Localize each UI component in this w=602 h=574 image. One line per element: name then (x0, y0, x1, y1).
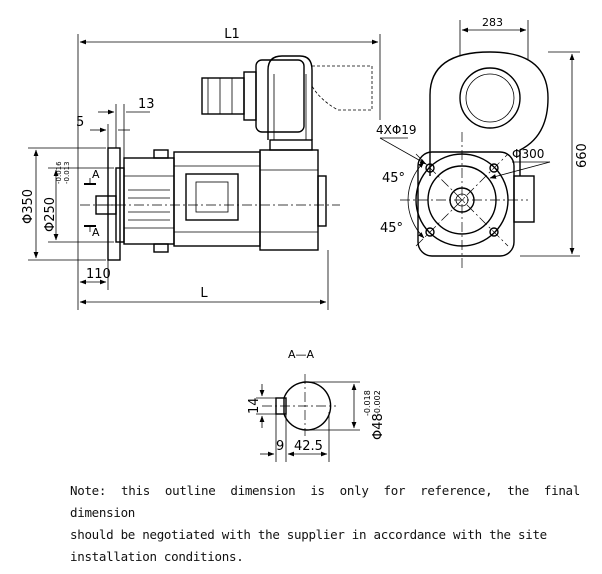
note-line-1: Note: this outline dimension is only for… (70, 483, 580, 520)
section-title: A—A (288, 348, 315, 361)
dim-5-label: 5 (76, 115, 84, 130)
dim-phi48: Φ48 -0.018 -0.002 (305, 381, 386, 440)
section-A-A: A—A (262, 348, 336, 436)
note-line-2: should be negotiated with the supplier i… (70, 527, 547, 542)
dim-phi48-tol-lower: -0.002 (373, 390, 382, 416)
dim-holes: 4XΦ19 (376, 123, 427, 165)
dim-phi300: Φ300 (489, 147, 551, 179)
dim-660: 660 (520, 51, 590, 257)
dim-13-label: 13 (138, 97, 155, 112)
outline-drawing: L1 L 13 5 110 Φ350 Φ250 -0.016 (21, 16, 590, 462)
angle-top-label: 45° (382, 171, 405, 186)
dim-phi250-tol-upper: -0.016 (55, 161, 63, 184)
note-line-3: installation conditions. (70, 549, 244, 564)
dim-phi300-label: Φ300 (512, 147, 544, 161)
dim-phi250: Φ250 -0.016 -0.013 (43, 161, 114, 243)
end-view (400, 51, 549, 268)
dim-phi250-tol-lower: -0.013 (63, 161, 71, 184)
dim-283: 283 (459, 16, 529, 60)
dim-phi350-label: Φ350 (21, 189, 36, 224)
dim-110-label: 110 (86, 267, 111, 282)
section-mark-A-top: A (92, 168, 100, 181)
dim-phi48-tol-upper: -0.018 (363, 390, 372, 416)
dim-283-label: 283 (482, 16, 503, 29)
dim-42-5-label: 42.5 (294, 439, 323, 454)
dim-660-label: 660 (575, 143, 590, 168)
side-view (80, 55, 373, 261)
dim-13: 13 (98, 97, 155, 158)
dim-110: 110 (79, 260, 111, 290)
dim-14: 14 (247, 384, 276, 428)
dim-phi350: Φ350 (21, 147, 106, 261)
dim-phi48-label: Φ48 (371, 413, 386, 440)
dim-phi250-label: Φ250 (43, 197, 58, 232)
dim-holes-label: 4XΦ19 (376, 123, 417, 137)
dim-14-label: 14 (247, 397, 262, 414)
dim-L-label: L (200, 286, 208, 301)
dim-L1-label: L1 (224, 27, 240, 42)
dim-5: 5 (76, 115, 130, 148)
section-mark-A: A A (84, 168, 100, 239)
dim-9-label: 9 (276, 439, 284, 454)
dim-9-42-5: 9 42.5 (260, 412, 330, 462)
dim-L1: L1 (77, 27, 381, 310)
angle-bottom-label: 45° (380, 221, 403, 236)
dim-L: L (79, 250, 329, 310)
section-mark-A-bottom: A (92, 226, 100, 239)
note-text: Note: this outline dimension is only for… (70, 480, 580, 568)
